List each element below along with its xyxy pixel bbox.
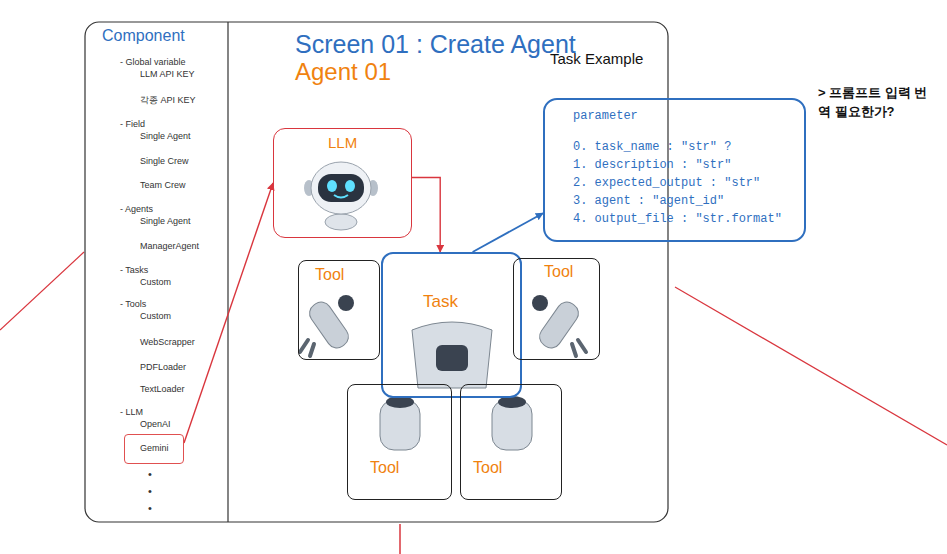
leader-line — [675, 287, 947, 445]
robot-torso — [412, 322, 492, 388]
sidebar-item: WebScrapper — [140, 337, 195, 347]
tool-block: Tool — [347, 384, 452, 500]
block-title: Tool — [473, 459, 502, 477]
sidebar-item: Single Agent — [140, 131, 191, 141]
tool-block: Tool — [298, 260, 380, 360]
screen-frame — [85, 22, 668, 522]
robot-arm-right — [532, 295, 586, 356]
sidebar-group: - Agents — [120, 204, 153, 214]
block-title: Tool — [370, 459, 399, 477]
param-line: 1. description : "str" — [573, 159, 731, 173]
sidebar-item: Custom — [140, 277, 171, 287]
task-block: Task — [381, 252, 522, 398]
item-text: Gemini — [140, 443, 169, 453]
llm-robot — [304, 162, 378, 230]
sidebar-heading: Component — [102, 27, 185, 45]
sidebar-group: - LLM — [120, 407, 143, 417]
block-title: Task — [423, 292, 458, 312]
tool-block: Tool — [460, 384, 562, 500]
sidebar-divider — [227, 22, 228, 522]
screen-title: Screen 01 : Create Agent — [295, 30, 576, 59]
leader-line — [0, 252, 84, 330]
param-heading: parameter — [573, 110, 638, 124]
block-title: LLM — [328, 134, 357, 151]
robot-arm-left — [300, 295, 354, 356]
sidebar-group: - Tools — [120, 299, 146, 309]
sidebar-item: ManagerAgent — [140, 241, 199, 251]
side-note: > 프롬프트 입력 번역 필요한가? — [818, 84, 936, 122]
sidebar-item: TextLoader — [140, 384, 185, 394]
block-title: Tool — [315, 266, 344, 284]
block-title: Tool — [544, 263, 573, 281]
robot-leg-right — [492, 396, 532, 450]
ellipsis-dot: • — [148, 502, 152, 515]
parameter-box: Task Exampleparameter0. task_name : "str… — [543, 98, 806, 242]
param-line: 4. output_file : "str.format" — [573, 213, 782, 227]
sidebar-item: Custom — [140, 311, 171, 321]
sidebar-item: Team Crew — [140, 180, 186, 190]
ellipsis-dot: • — [148, 468, 152, 481]
sidebar-item: Single Agent — [140, 216, 191, 226]
param-line: 3. agent : "agent_id" — [573, 195, 724, 209]
sidebar-item: LLM API KEY — [140, 69, 195, 79]
box-heading: Task Example — [550, 50, 643, 67]
sidebar-item: OpenAI — [140, 419, 171, 429]
sidebar-item: Single Crew — [140, 156, 189, 166]
param-line: 0. task_name : "str" ? — [573, 141, 731, 155]
connector — [473, 213, 543, 252]
sidebar-group: - Global variable — [120, 57, 186, 67]
sidebar-item: 각종 API KEY — [140, 95, 196, 105]
connector — [184, 183, 273, 443]
sidebar-item: PDFLoader — [140, 362, 186, 372]
component-item-box: Gemini — [124, 434, 184, 464]
llm-block: LLM — [273, 128, 412, 238]
robot-leg-left — [380, 396, 420, 450]
param-line: 2. expected_output : "str" — [573, 177, 760, 191]
sidebar-group: - Field — [120, 119, 145, 129]
ellipsis-dot: • — [148, 485, 152, 498]
leader-line — [399, 524, 401, 554]
sidebar-group: - Tasks — [120, 265, 148, 275]
agent-name: Agent 01 — [295, 58, 391, 86]
tool-block: Tool — [513, 258, 600, 360]
connector — [412, 178, 440, 253]
